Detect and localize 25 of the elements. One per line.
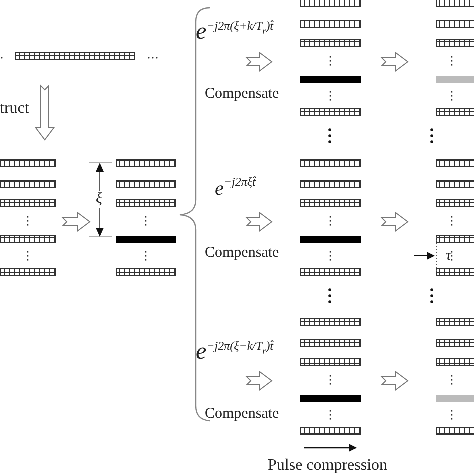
block-arrow — [246, 212, 273, 232]
math-symbol: τ — [446, 249, 452, 264]
matrix-rows-drawing — [436, 318, 474, 436]
edge-label: truct — [0, 101, 30, 117]
matrix-rows-drawing — [436, 160, 474, 276]
matrix-rows-drawing — [300, 0, 361, 116]
block-arrow — [380, 212, 409, 232]
caption: Pulse compression — [268, 458, 388, 474]
signal-strip-drawing — [15, 52, 135, 60]
matrix-rows-drawing — [0, 160, 56, 276]
block-arrow — [246, 371, 273, 391]
matrix-rows-drawing — [300, 318, 361, 436]
block-arrow — [380, 371, 409, 391]
formula: e$^{−j2πξt̂}$ — [215, 176, 256, 199]
block-arrow — [246, 52, 273, 72]
block-arrow — [62, 212, 91, 232]
matrix-rows-drawing — [300, 160, 361, 276]
step-label: Compensate — [205, 407, 280, 422]
block-arrow — [35, 84, 55, 141]
matrix-rows-drawing — [436, 0, 474, 116]
step-label: Compensate — [205, 87, 280, 102]
step-label: Compensate — [205, 246, 280, 261]
matrix-rows-drawing — [116, 160, 176, 276]
math-symbol: ξ — [96, 192, 102, 207]
block-arrow — [380, 52, 409, 72]
